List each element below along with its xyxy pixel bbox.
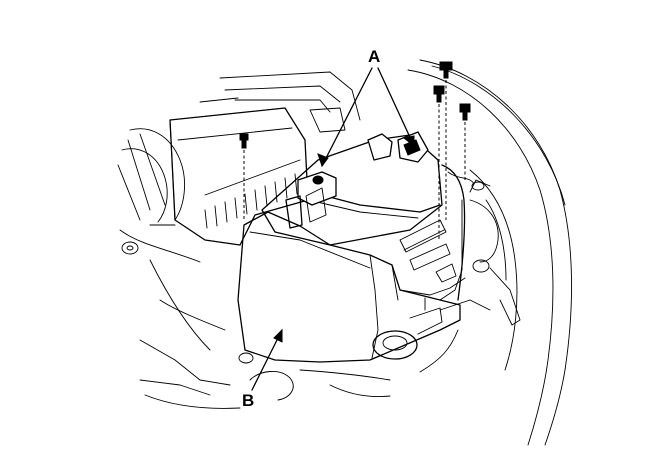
air-cleaner-housing [169,107,309,246]
wiring-harness [441,164,491,301]
callout-arrows [251,67,415,391]
callout-label-a: A [368,47,380,66]
bolt-icon [439,61,453,220]
mounting-bolts [239,61,471,240]
bolt-icon [239,133,249,220]
battery-tray [237,199,466,363]
callout-label-b: B [242,391,254,410]
bolt-icon [459,103,471,180]
engine-bay-outline [117,59,572,446]
negative-terminal [285,171,337,229]
battery [261,134,457,283]
bolt-icon [433,85,445,240]
